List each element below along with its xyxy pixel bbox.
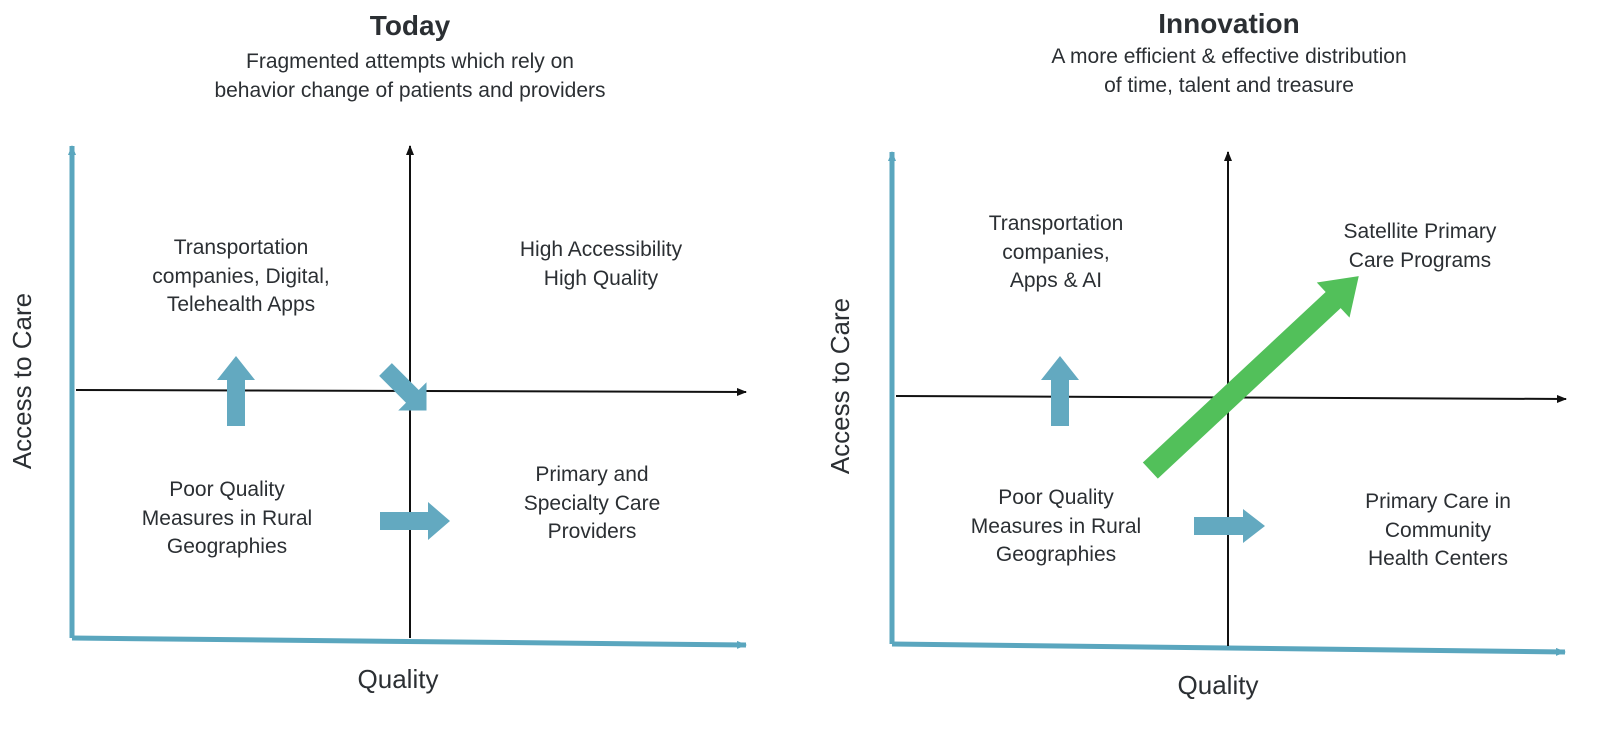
quadrant-line: Measures in Rural [970,514,1142,538]
today-subtitle-line-1: Fragmented attempts which rely on [246,50,574,73]
quadrant-line: Care Programs [1348,248,1492,272]
innovation-quadrant-bottom-left: Poor Quality Measures in Rural Geographi… [936,484,1176,570]
today-quadrant-top-left: Transportation companies, Digital, Teleh… [121,234,361,320]
innovation-panel: Innovation A more efficient & effective … [800,0,1600,729]
quadrant-line: Providers [547,520,637,544]
today-quadrant-bottom-left: Poor Quality Measures in Rural Geographi… [107,476,347,562]
today-quadrant-bottom-right: Primary and Specialty Care Providers [472,461,712,547]
innovation-x-axis-label: Quality [1177,670,1259,700]
quadrant-line: Poor Quality [998,486,1114,509]
today-up-arrow-icon [217,356,255,426]
quadrant-line: High Quality [543,266,659,290]
innovation-quadrant-top-right: Satellite Primary Care Programs [1300,218,1540,275]
quadrant-line: Poor Quality [169,478,285,501]
innovation-quadrant-bottom-right: Primary Care in Community Health Centers [1318,488,1558,574]
today-subtitle: Fragmented attempts which rely on behavi… [110,48,710,106]
innovation-title: Innovation [1158,8,1300,39]
quadrant-line: companies, Digital, [152,264,330,288]
innovation-green-arrow-icon [1142,276,1359,479]
today-title: Today [369,10,451,41]
quadrant-line: Satellite Primary [1343,220,1497,243]
today-panel: Today Fragmented attempts which rely on … [0,0,790,729]
innovation-right-arrow-icon [1194,509,1265,543]
quadrant-line: Community [1384,518,1492,542]
today-diagram [68,145,747,649]
quadrant-line: Transportation [988,212,1124,235]
quadrant-line: Primary Care in [1365,490,1511,513]
innovation-diagram [888,151,1567,656]
quadrant-line: Transportation [173,236,309,259]
quadrant-line: Apps & AI [1009,269,1103,293]
quadrant-line: companies, [1002,240,1110,264]
quadrant-line: Measures in Rural [141,506,313,530]
quadrant-line: High Accessibility [519,238,683,261]
innovation-frame-x-axis [891,641,1566,656]
quadrant-line: Telehealth Apps [166,293,316,317]
innovation-subtitle: A more efficient & effective distributio… [929,43,1529,101]
quadrant-line: Geographies [166,535,288,559]
today-y-axis-label: Access to Care [7,292,37,470]
today-right-arrow-icon [380,502,450,540]
innovation-quadrant-top-left: Transportation companies, Apps & AI [936,210,1176,296]
quadrant-line: Health Centers [1367,547,1509,571]
innovation-subtitle-line-2: of time, talent and treasure [1104,73,1354,97]
quadrant-line: Specialty Care [523,491,661,515]
innovation-subtitle-line-1: A more efficient & effective distributio… [1051,45,1407,68]
today-diagonal-arrow-icon [379,363,427,411]
today-subtitle-line-2: behavior change of patients and provider… [214,78,606,102]
quadrant-line: Geographies [995,543,1117,567]
innovation-up-arrow-icon [1041,356,1079,426]
innovation-y-axis-label: Access to Care [825,297,855,475]
today-frame-x-axis [71,635,747,649]
quadrant-line: Primary and [535,463,649,486]
today-x-axis-label: Quality [357,664,439,694]
today-quadrant-top-right: High Accessibility High Quality [481,236,721,293]
